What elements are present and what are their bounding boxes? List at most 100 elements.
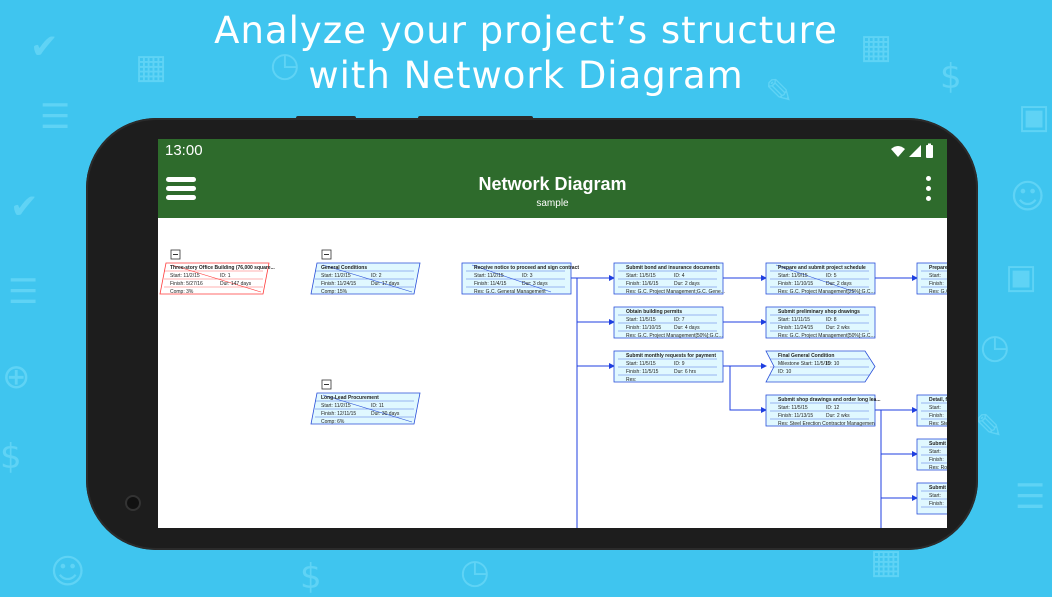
progress-strike <box>322 264 413 293</box>
phone-screen: 13:00 Network Diagram sample <box>158 139 947 528</box>
node-id: ID: 11 <box>371 403 384 409</box>
node-id: ID: 10 <box>826 361 840 367</box>
background-list-icon: ☰ <box>1015 477 1046 517</box>
network-diagram: Three-story Office Building (76,000 squa… <box>159 249 947 528</box>
node-id: ID: 4 <box>674 273 685 279</box>
node-shape <box>613 306 724 339</box>
link-3-7 <box>571 277 615 325</box>
network-diagram-canvas[interactable]: Three-story Office Building (76,000 squa… <box>158 218 947 528</box>
task-node[interactable]: Submit monthly requests for paymentStart… <box>613 350 724 383</box>
task-node[interactable]: Submit bond and insurance documentsStart… <box>613 262 725 295</box>
background-note-icon: ✎ <box>975 407 1004 447</box>
node-title: Receive notice to proceed and sign contr… <box>474 265 579 271</box>
node-finish: Finish: 11/24/15 <box>321 281 356 287</box>
task-node[interactable]: Detail, faStart:Finish:Res: Stee <box>916 394 947 427</box>
node-id-row: ID: 10 <box>778 369 792 375</box>
signal-icon <box>909 145 921 157</box>
background-calendar-icon: ▦ <box>135 47 168 87</box>
link-12-c <box>880 454 918 501</box>
node-finish: Finish: 11/5/15 <box>626 369 659 375</box>
page-title: Network Diagram <box>478 174 627 194</box>
front-camera <box>125 495 141 511</box>
node-duration: Dur: 17 days <box>371 281 400 287</box>
background-users-icon: ☺ <box>50 552 86 592</box>
collapse-icon[interactable] <box>170 249 181 260</box>
more-vert-icon[interactable] <box>921 175 937 205</box>
headline-line-1: Analyze your project’s structure <box>214 9 838 52</box>
node-extra: Res: G.C. <box>929 289 947 295</box>
node-title: Three-story Office Building (76,000 squa… <box>170 265 275 271</box>
node-finish: Finish: 5/27/16 <box>170 281 203 287</box>
background-users-icon: ☺ <box>1010 177 1046 217</box>
task-node[interactable]: Prepare and submit project scheduleStart… <box>765 262 876 295</box>
node-finish: Finish: 11/10/15 <box>626 325 661 331</box>
link-9-12 <box>723 365 767 413</box>
node-id: ID: 9 <box>674 361 685 367</box>
node-shape <box>916 438 947 471</box>
node-start: Start: 11/2/15 <box>474 273 504 279</box>
node-finish: Finish: <box>929 281 944 287</box>
node-start: Start: <box>929 493 941 499</box>
hamburger-menu-icon[interactable] <box>166 175 198 205</box>
task-node[interactable]: Submit shop drawings and order long lea.… <box>765 394 881 427</box>
node-extra: Res: G.C. Project Management;G.C. Gene..… <box>626 289 725 295</box>
node-title: Submit s <box>929 441 947 447</box>
node-duration: Dur: 4 days <box>674 325 700 331</box>
node-extra: Res: Steel Erection Contractor Managemen <box>778 421 875 427</box>
collapse-icon[interactable] <box>321 379 332 390</box>
node-extra: Res: G.C. Project Management[50%];G.C... <box>778 333 875 339</box>
background-list-icon: ☰ <box>40 97 71 137</box>
progress-strike <box>171 264 262 293</box>
background-calendar-icon: ▦ <box>860 27 893 67</box>
node-title: Submit shop drawings and order long lea.… <box>778 397 881 403</box>
node-start: Start: <box>929 449 941 455</box>
node-finish: Finish: <box>929 501 944 507</box>
summary-task-node[interactable]: Three-story Office Building (76,000 squa… <box>159 249 275 295</box>
wifi-icon <box>891 146 905 157</box>
node-duration: Dur: 2 wks <box>826 325 850 331</box>
node-shape <box>765 394 876 427</box>
node-start: Start: <box>929 405 941 411</box>
node-title: Detail, fa <box>929 397 947 403</box>
node-duration: Dur: 30 days <box>371 411 400 417</box>
background-dollar-icon: $ <box>300 557 322 597</box>
node-id: ID: 5 <box>826 273 837 279</box>
node-shape <box>916 262 947 295</box>
node-finish: Finish: 11/4/15 <box>474 281 507 287</box>
node-finish: Finish: 11/10/15 <box>778 281 813 287</box>
node-id: ID: 7 <box>674 317 685 323</box>
node-shape <box>765 262 876 295</box>
node-title: Prepare and submit project schedule <box>778 265 866 271</box>
node-title: Submit monthly requests for payment <box>626 353 716 359</box>
phone-volume-button <box>418 116 533 120</box>
node-shape <box>613 262 724 295</box>
link-12-b <box>875 409 918 457</box>
node-shape <box>765 306 876 339</box>
background-dollar-icon: $ <box>940 57 962 97</box>
progress-strike <box>471 264 552 293</box>
node-extra: Comp: 6% <box>321 419 345 425</box>
background-briefcase-icon: ▣ <box>1018 97 1051 137</box>
node-duration: Dur: 2 wks <box>826 413 850 419</box>
node-shape <box>461 262 572 295</box>
node-extra: Res: Roo <box>929 465 947 471</box>
node-title: Final General Condition <box>778 353 834 359</box>
node-extra: Res: G.C. General Management <box>474 289 546 295</box>
node-start: Start: 11/5/15 <box>626 317 656 323</box>
progress-strike <box>322 394 413 423</box>
node-title: Submit preliminary shop drawings <box>778 309 860 315</box>
collapse-icon[interactable] <box>321 249 332 260</box>
node-extra: Res: Stee <box>929 421 947 427</box>
node-start: Start: 11/2/15 <box>170 273 200 279</box>
node-extra: Res: G.C. Project Management[25%];G.C... <box>778 289 875 295</box>
task-node[interactable]: Receive notice to proceed and sign contr… <box>461 262 579 295</box>
node-shape <box>916 394 947 427</box>
